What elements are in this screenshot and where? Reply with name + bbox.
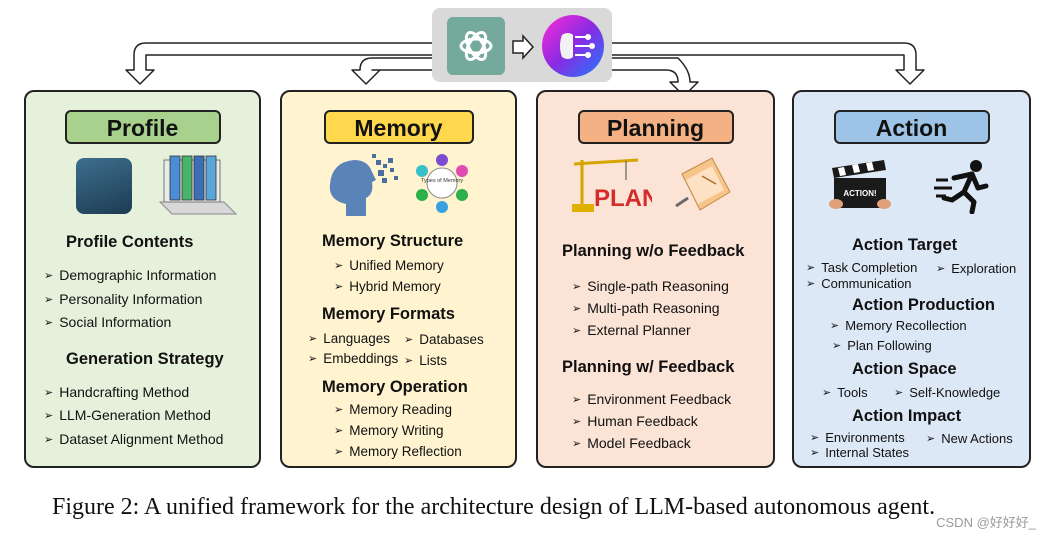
arrow-right-icon xyxy=(512,34,535,60)
planning-item: Single-path Reasoning xyxy=(572,278,729,294)
profile-avatar-icon xyxy=(76,158,132,214)
profile-item: Dataset Alignment Method xyxy=(44,431,223,447)
planning-item: Model Feedback xyxy=(572,435,691,451)
arrow-to-action xyxy=(607,42,925,85)
arrow-to-planning xyxy=(601,57,699,97)
action-heading-impact: Action Impact xyxy=(852,407,962,425)
openai-logo-icon xyxy=(447,17,505,75)
planning-heading-with-feedback: Planning w/ Feedback xyxy=(562,358,735,376)
action-item: Plan Following xyxy=(832,338,932,353)
memory-item: Unified Memory xyxy=(334,258,444,273)
profile-heading-generation: Generation Strategy xyxy=(66,350,224,368)
arrow-to-profile xyxy=(125,42,441,85)
memory-item: Memory Reflection xyxy=(334,444,462,459)
memory-item: Languages xyxy=(308,331,390,346)
profile-panel: Profile Profile Contents Demographic Inf… xyxy=(24,90,261,468)
action-item: New Actions xyxy=(926,431,1013,446)
action-heading-space: Action Space xyxy=(852,360,957,378)
planning-title: Planning xyxy=(577,110,734,144)
plan-paper-icon xyxy=(675,157,731,211)
planning-heading-without-feedback: Planning w/o Feedback xyxy=(562,242,745,260)
ai-head-icon xyxy=(329,154,398,216)
profile-heading-contents: Profile Contents xyxy=(66,233,194,251)
clapperboard-icon: ACTION! xyxy=(829,160,891,209)
memory-heading-formats: Memory Formats xyxy=(322,305,455,323)
clapper-text: ACTION! xyxy=(843,189,876,198)
arrow-to-memory xyxy=(351,57,441,85)
planning-item: Environment Feedback xyxy=(572,391,731,407)
profile-item: Social Information xyxy=(44,314,171,330)
laptop-files-icon xyxy=(158,155,238,215)
action-panel: Action ACTION! Action Target Task Comple… xyxy=(792,90,1031,468)
memory-types-label: Types of Memory xyxy=(421,178,463,184)
memory-types-icon: Types of Memory xyxy=(416,154,468,213)
memory-item: Embeddings xyxy=(308,351,398,366)
action-item: Memory Recollection xyxy=(830,318,966,333)
action-heading-target: Action Target xyxy=(852,236,958,254)
memory-item: Lists xyxy=(404,353,447,368)
memory-item: Hybrid Memory xyxy=(334,279,441,294)
watermark: CSDN @好好好_ xyxy=(936,515,1036,530)
running-person-icon xyxy=(934,160,989,214)
action-heading-production: Action Production xyxy=(852,296,995,314)
action-item: Tools xyxy=(822,385,867,400)
profile-item: LLM-Generation Method xyxy=(44,407,211,423)
memory-panel: Memory Types of Memory Memory Structure … xyxy=(280,90,517,468)
action-item: Exploration xyxy=(936,261,1016,276)
memory-item: Databases xyxy=(404,332,484,347)
figure-caption: Figure 2: A unified framework for the ar… xyxy=(52,494,936,520)
planning-panel: Planning PLAN Planning w/o Feedback Sing… xyxy=(536,90,775,468)
memory-heading-structure: Memory Structure xyxy=(322,232,464,250)
memory-item: Memory Reading xyxy=(334,402,452,417)
planning-item: External Planner xyxy=(572,322,691,338)
planning-item: Human Feedback xyxy=(572,413,698,429)
profile-title: Profile xyxy=(64,110,221,144)
ai-brain-icon xyxy=(542,15,604,77)
profile-item: Demographic Information xyxy=(44,267,216,283)
profile-item: Personality Information xyxy=(44,291,202,307)
action-item: Internal States xyxy=(810,445,909,460)
plan-sign-text: PLAN xyxy=(594,185,652,212)
connector-arrows xyxy=(125,42,925,97)
plan-crane-icon: PLAN xyxy=(572,158,652,212)
profile-item: Handcrafting Method xyxy=(44,384,189,400)
planning-item: Multi-path Reasoning xyxy=(572,300,719,316)
action-item: Communication xyxy=(806,276,911,291)
action-item: Self-Knowledge xyxy=(894,385,1000,400)
action-item: Task Completion xyxy=(806,260,917,275)
action-item: Environments xyxy=(810,430,904,445)
memory-title: Memory xyxy=(323,110,474,144)
action-title: Action xyxy=(833,110,990,144)
memory-item: Memory Writing xyxy=(334,423,443,438)
memory-heading-operation: Memory Operation xyxy=(322,378,468,396)
